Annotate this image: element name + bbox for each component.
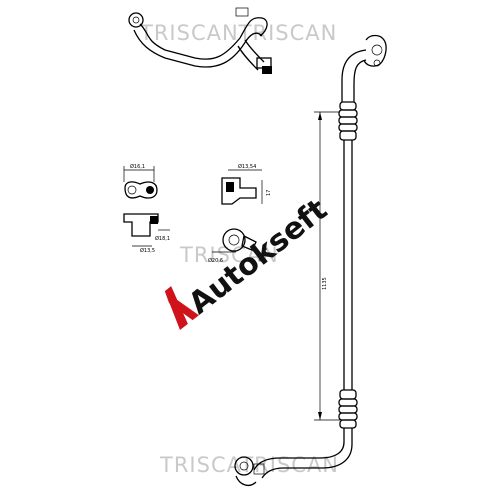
length-label: 1135 <box>322 277 328 290</box>
fitting-detail-b: Ø13,54 17 <box>221 163 272 205</box>
fitting-a-side-label: Ø18,1 <box>155 235 170 242</box>
fitting-b-top-label: Ø13,54 <box>238 163 256 170</box>
fitting-detail-a: Ø16,1 Ø13,5 Ø18,1 <box>123 163 170 254</box>
fitting-detail-c: Ø20,6 Ø16,1 <box>208 228 269 264</box>
fitting-c-side-label: Ø20,6 <box>208 257 223 264</box>
length-dimension: 1135 <box>314 111 340 421</box>
fitting-a-width-label: Ø16,1 <box>130 163 145 170</box>
secondary-hose <box>128 7 272 74</box>
watermark-bottom: TRISCATRISCAN <box>159 453 339 477</box>
fitting-a-bottom-label: Ø13,5 <box>140 247 155 254</box>
watermark-middle: TRISCAN <box>179 243 279 267</box>
main-hose <box>234 34 387 487</box>
fitting-c-angle-label: Ø16,1 <box>257 246 269 263</box>
watermark-top: TRISCANTRISCAN <box>139 21 337 45</box>
fitting-b-side-label: 17 <box>266 190 272 196</box>
